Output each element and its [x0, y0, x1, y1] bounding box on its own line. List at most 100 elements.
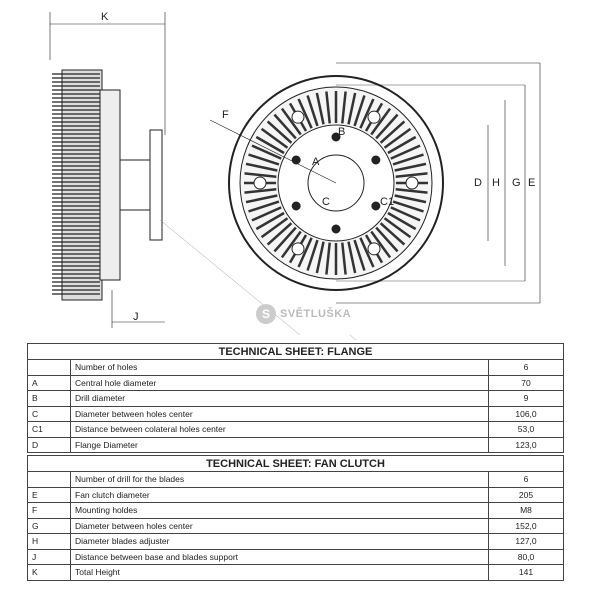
cell-code: E: [27, 486, 71, 503]
dim-label-j: J: [133, 311, 139, 323]
blade: [383, 127, 412, 149]
cell-desc: Mounting holdes: [70, 502, 489, 519]
cell-value: 141: [488, 564, 564, 581]
dim-label-e: E: [528, 177, 535, 189]
side-view: [49, 12, 166, 328]
dim-label-a: A: [312, 156, 320, 168]
blade: [370, 107, 392, 136]
blade: [359, 237, 375, 268]
blade: [306, 239, 319, 271]
fan-clutch-table: TECHNICAL SHEET: FAN CLUTCH Number of dr…: [27, 455, 564, 581]
blade: [244, 172, 277, 178]
cell-value: 123,0: [488, 436, 564, 453]
blade: [280, 230, 302, 259]
blade: [392, 200, 424, 213]
blade: [383, 217, 412, 239]
blade: [379, 222, 406, 246]
blade: [251, 144, 282, 160]
cell-code: F: [27, 502, 71, 519]
cell-desc: Fan clutch diameter: [70, 486, 489, 503]
blade: [248, 200, 280, 213]
blade: [395, 188, 428, 194]
blade: [273, 226, 297, 253]
blade: [341, 242, 347, 275]
mounting-hole: [253, 176, 267, 190]
cell-code: A: [27, 374, 71, 391]
dim-label-k: K: [101, 11, 109, 23]
blade: [392, 153, 424, 166]
blade: [387, 211, 417, 231]
cell-value: 152,0: [488, 517, 564, 534]
watermark: S SVĚTLUŠKA: [256, 304, 351, 324]
cell-value: 127,0: [488, 533, 564, 550]
blade: [273, 113, 297, 140]
flange-hole: [371, 201, 381, 211]
cell-code: G: [27, 517, 71, 534]
dim-label-g: G: [512, 177, 521, 189]
cell-desc: Total Height: [70, 564, 489, 581]
blade: [375, 113, 399, 140]
cell-code: K: [27, 564, 71, 581]
dim-label-b: B: [338, 126, 345, 138]
cell-value: 6: [488, 359, 564, 376]
dim-label-f: F: [222, 109, 229, 121]
mounting-hole: [405, 176, 419, 190]
cell-value: 106,0: [488, 405, 564, 422]
blade: [375, 226, 399, 253]
blade: [297, 237, 313, 268]
dim-label-c: C: [322, 196, 330, 208]
blade: [255, 211, 285, 231]
cell-desc: Flange Diameter: [70, 436, 489, 453]
blade: [390, 206, 421, 222]
cell-code: D: [27, 436, 71, 453]
blade: [394, 162, 427, 172]
blade: [306, 95, 319, 127]
blade: [251, 206, 282, 222]
cell-desc: Number of holes: [70, 359, 489, 376]
blade: [370, 230, 392, 259]
front-view: [159, 62, 541, 340]
blade: [255, 135, 285, 155]
dim-label-c1: C1: [380, 196, 394, 208]
cell-desc: Diameter blades adjuster: [70, 533, 489, 550]
blade: [315, 241, 325, 274]
cell-desc: Central hole diameter: [70, 374, 489, 391]
blade: [297, 98, 313, 129]
blade: [244, 188, 277, 194]
cell-code: C: [27, 405, 71, 422]
cell-desc: Distance between base and blades support: [70, 548, 489, 565]
blade: [353, 239, 366, 271]
mounting-hole: [291, 110, 305, 124]
cell-desc: Diameter between holes center: [70, 405, 489, 422]
technical-drawing: K J F A B C C1 D H G E: [49, 11, 541, 340]
cell-desc: Distance between colateral holes center: [70, 421, 489, 438]
cell-value: 9: [488, 390, 564, 407]
cell-value: M8: [488, 502, 564, 519]
blade: [395, 172, 428, 178]
cell-code: C1: [27, 421, 71, 438]
blade: [266, 222, 293, 246]
mounting-hole: [291, 242, 305, 256]
cell-code: B: [27, 390, 71, 407]
mounting-hole: [367, 110, 381, 124]
cell-value: 53,0: [488, 421, 564, 438]
mounting-hole: [367, 242, 381, 256]
flange-hole: [331, 132, 341, 142]
blade: [280, 107, 302, 136]
blade: [347, 241, 357, 274]
cell-desc: Number of drill for the blades: [70, 471, 489, 488]
flange-hole: [371, 155, 381, 165]
cell-desc: Diameter between holes center: [70, 517, 489, 534]
blade: [359, 98, 375, 129]
flange-hole: [331, 224, 341, 234]
watermark-name: SVĚTLUŠKA: [280, 308, 352, 320]
